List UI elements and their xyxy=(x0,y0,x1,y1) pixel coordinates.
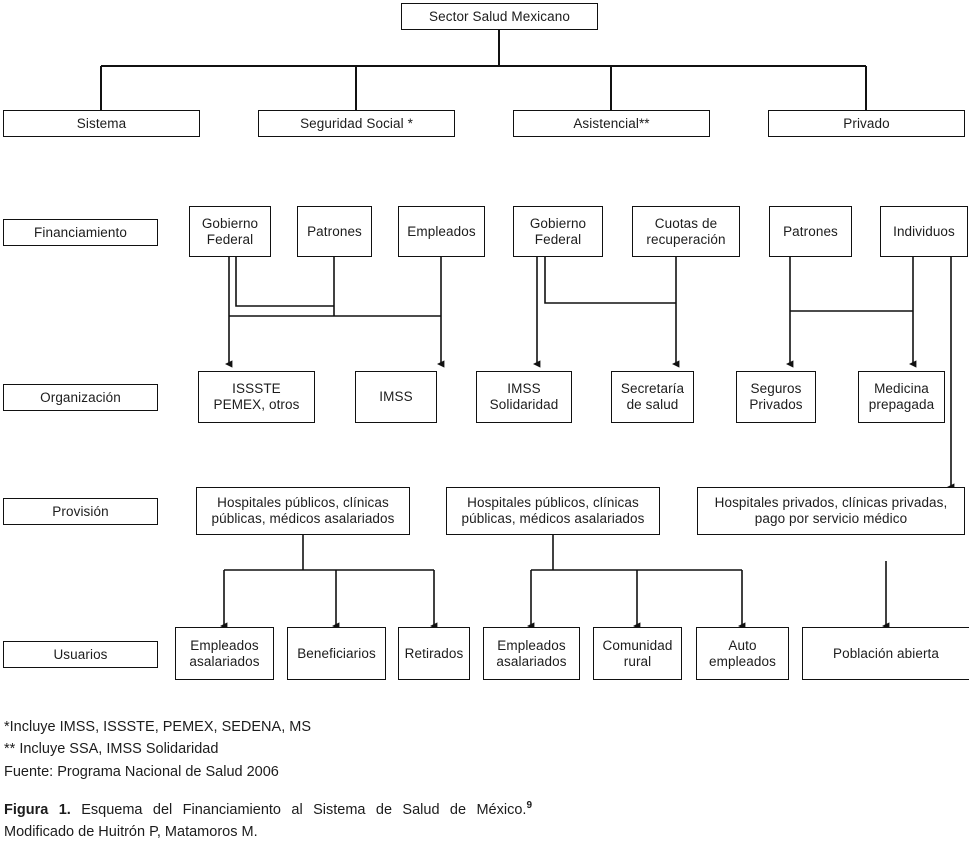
node-beneficiarios[interactable]: Beneficiarios xyxy=(287,627,386,680)
node-retirados[interactable]: Retirados xyxy=(398,627,470,680)
node-label: Comunidad rural xyxy=(602,637,673,669)
node-auto-empleados[interactable]: Auto empleados xyxy=(696,627,789,680)
caption-line-2: Modificado de Huitrón P, Matamoros M. xyxy=(4,823,258,840)
node-label: Hospitales públicos, clínicas públicas, … xyxy=(461,495,645,526)
node-seguridad-social[interactable]: Seguridad Social * xyxy=(258,110,455,137)
node-gobierno-federal-seguridad-social[interactable]: Gobierno Federal xyxy=(189,206,271,257)
node-label: Empleados asalariados xyxy=(189,637,260,669)
figure-caption: Figura 1. Esquema del Financiamiento al … xyxy=(4,798,604,843)
node-sector-salud-mexicano[interactable]: Sector Salud Mexicano xyxy=(401,3,598,30)
connector-lines xyxy=(100,30,955,630)
caption-superscript: 9 xyxy=(526,800,532,811)
node-label: Cuotas de recuperación xyxy=(646,215,726,247)
node-label: IMSS xyxy=(379,389,413,405)
node-poblacion-abierta[interactable]: Población abierta xyxy=(802,627,969,680)
footnote-fuente: Fuente: Programa Nacional de Salud 2006 xyxy=(4,763,279,780)
node-label: Hospitales públicos, clínicas públicas, … xyxy=(211,495,395,526)
node-label: Gobierno Federal xyxy=(529,215,587,247)
node-empleados-asalariados-seguridad-social[interactable]: Empleados asalariados xyxy=(175,627,274,680)
node-sistema[interactable]: Sistema xyxy=(3,110,200,137)
footnote-double-asterisk: ** Incluye SSA, IMSS Solidaridad xyxy=(4,741,219,758)
node-seguros-privados[interactable]: Seguros Privados xyxy=(736,371,816,423)
node-label: Empleados xyxy=(407,223,476,239)
node-label: Individuos xyxy=(893,223,955,239)
caption-lead: Figura 1. xyxy=(4,801,71,818)
node-label: Seguros Privados xyxy=(749,381,803,412)
node-provision-asistencial[interactable]: Hospitales públicos, clínicas públicas, … xyxy=(446,487,660,535)
node-label: Patrones xyxy=(783,223,838,239)
lane-label-usuarios: Usuarios xyxy=(3,641,158,668)
node-privado[interactable]: Privado xyxy=(768,110,965,137)
node-label: Seguridad Social * xyxy=(300,115,413,131)
footnotes: *Incluye IMSS, ISSSTE, PEMEX, SEDENA, MS… xyxy=(4,716,311,783)
node-label: Retirados xyxy=(404,645,464,661)
node-label: Auto empleados xyxy=(709,637,776,669)
lane-label: Organización xyxy=(40,389,121,405)
node-imss-solidaridad[interactable]: IMSS Solidaridad xyxy=(476,371,572,423)
caption-text: Esquema del Financiamiento al Sistema de… xyxy=(81,801,527,818)
node-individuos[interactable]: Individuos xyxy=(880,206,968,257)
node-label: Sector Salud Mexicano xyxy=(429,8,570,24)
node-empleados-seguridad-social[interactable]: Empleados xyxy=(398,206,485,257)
node-label: Hospitales privados, clínicas privadas, … xyxy=(714,495,948,526)
lane-label-financiamiento: Financiamiento xyxy=(3,219,158,246)
node-secretaria-de-salud[interactable]: Secretaría de salud xyxy=(611,371,694,423)
node-label: Población abierta xyxy=(832,645,940,661)
node-label: Sistema xyxy=(76,115,127,131)
node-provision-seguridad-social[interactable]: Hospitales públicos, clínicas públicas, … xyxy=(196,487,410,535)
node-label: Gobierno Federal xyxy=(201,215,259,247)
node-comunidad-rural[interactable]: Comunidad rural xyxy=(593,627,682,680)
node-imss[interactable]: IMSS xyxy=(355,371,437,423)
node-label: Secretaría de salud xyxy=(620,381,685,412)
node-patrones-privado[interactable]: Patrones xyxy=(769,206,852,257)
lane-label: Usuarios xyxy=(53,646,108,662)
lane-label: Provisión xyxy=(52,503,109,519)
caption-space xyxy=(71,802,81,818)
node-label: Asistencial** xyxy=(573,115,650,131)
node-label: Privado xyxy=(843,115,890,131)
node-label: Medicina prepagada xyxy=(868,381,935,412)
lane-label: Financiamiento xyxy=(34,224,127,240)
node-cuotas-de-recuperacion[interactable]: Cuotas de recuperación xyxy=(632,206,740,257)
node-issste-pemex-otros[interactable]: ISSSTE PEMEX, otros xyxy=(198,371,315,423)
node-medicina-prepagada[interactable]: Medicina prepagada xyxy=(858,371,945,423)
node-asistencial[interactable]: Asistencial** xyxy=(513,110,710,137)
node-label: Beneficiarios xyxy=(297,645,376,661)
node-label: Patrones xyxy=(307,223,362,239)
node-label: IMSS Solidaridad xyxy=(489,381,559,412)
node-label: Empleados asalariados xyxy=(496,637,567,669)
footnote-asterisk: *Incluye IMSS, ISSSTE, PEMEX, SEDENA, MS xyxy=(4,719,312,735)
node-label: ISSSTE PEMEX, otros xyxy=(213,381,300,412)
node-patrones-seguridad-social[interactable]: Patrones xyxy=(297,206,372,257)
node-gobierno-federal-asistencial[interactable]: Gobierno Federal xyxy=(513,206,603,257)
lane-label-provision: Provisión xyxy=(3,498,158,525)
lane-label-organizacion: Organización xyxy=(3,384,158,411)
node-empleados-asalariados-asistencial[interactable]: Empleados asalariados xyxy=(483,627,580,680)
node-provision-privado[interactable]: Hospitales privados, clínicas privadas, … xyxy=(697,487,965,535)
